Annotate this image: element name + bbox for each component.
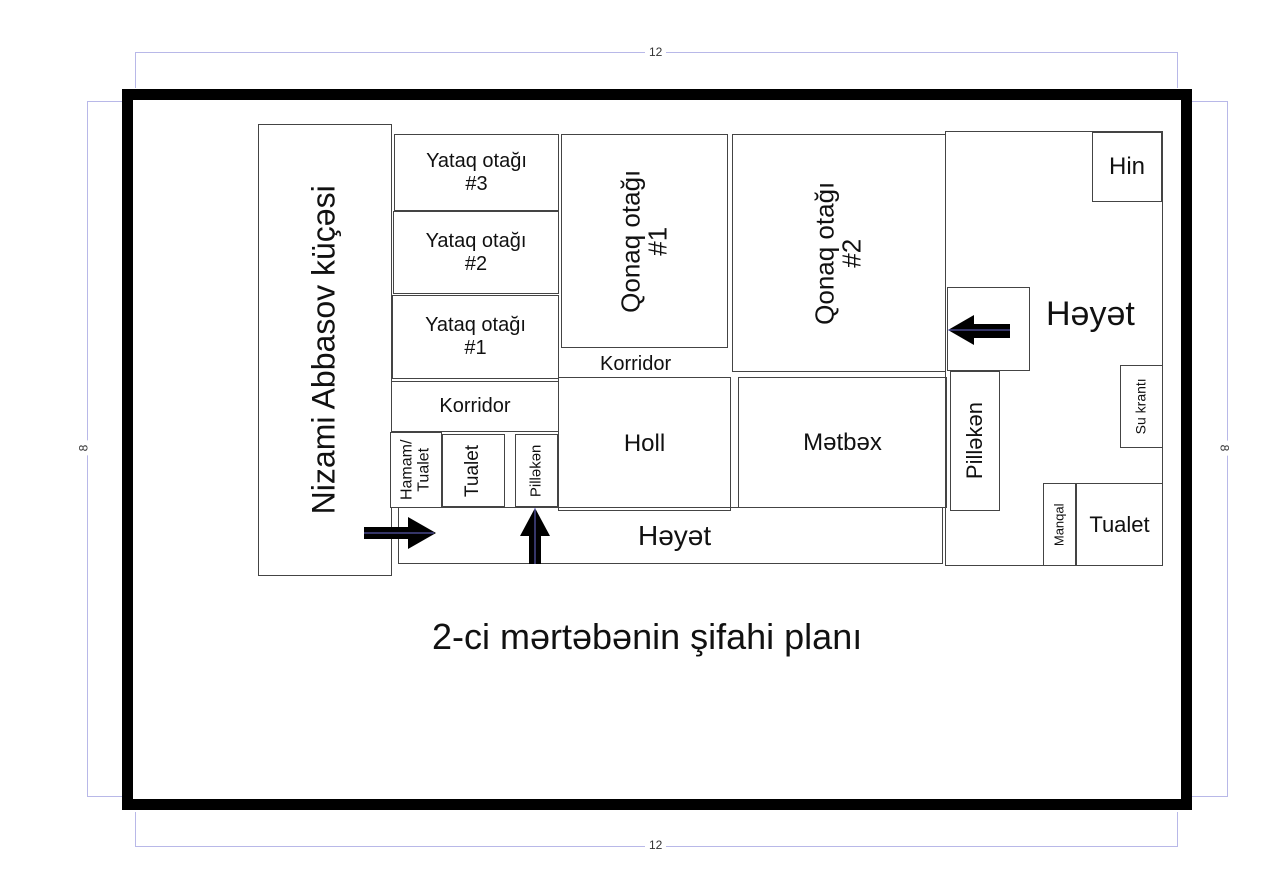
stairs-right-label: Pilləkən (962, 402, 988, 480)
yard-toilet-label: Tualet (1089, 511, 1150, 537)
dimension-tick-bottom-left (135, 812, 136, 847)
dimension-tick-right-bottom (1192, 796, 1228, 797)
dimension-label-top: 12 (645, 45, 667, 59)
stairs-small-label: Pilləkən (527, 444, 545, 497)
kitchen-label: Mətbəx (803, 428, 882, 456)
kitchen: Mətbəx (738, 377, 947, 508)
living-room-2: Qonaq otağı #2 (732, 134, 946, 372)
living-room-1: Qonaq otağı #1 (561, 134, 728, 348)
arrow-left-icon (948, 315, 1010, 345)
hall-label: Holl (623, 430, 666, 457)
arrow-up-icon (520, 508, 550, 564)
bedroom-3-label: Yataq otağı #3 (426, 149, 527, 195)
bedroom-2-label: Yataq otağı #2 (425, 229, 527, 275)
arrow-right-icon (364, 517, 436, 549)
dimension-tick-top-left (135, 52, 136, 88)
street: Nizami Abbasov küçəsi (258, 124, 392, 576)
entrance-box-right (947, 287, 1030, 371)
street-label: Nizami Abbasov küçəsi (306, 185, 343, 515)
dimension-label-bottom: 12 (645, 838, 667, 852)
toilet: Tualet (442, 434, 505, 507)
corridor-top-label: Korridor (600, 353, 672, 375)
water-tap: Su krantı (1120, 365, 1163, 448)
grill-label: Manqal (1051, 503, 1067, 546)
bedroom-1-label: Yataq otağı #1 (425, 314, 526, 359)
chicken-coop: Hin (1092, 132, 1162, 202)
dimension-tick-left-top (87, 101, 123, 102)
dimension-label-right: 8 (1217, 440, 1232, 456)
bedroom-1: Yataq otağı #1 (392, 295, 559, 379)
bath-toilet: Hamam/ Tualet (390, 432, 442, 508)
plan-title: 2-ci mərtəbənin şifahi planı (432, 616, 863, 657)
corridor-left: Korridor (391, 381, 559, 432)
yard-right-label: Həyət (1046, 295, 1135, 333)
living-room-2-label: Qonaq otağı #2 (809, 181, 867, 325)
plan-frame (122, 89, 1192, 810)
toilet-label: Tualet (462, 444, 484, 497)
chicken-coop-label: Hin (1108, 153, 1145, 180)
water-tap-label: Su krantı (1133, 378, 1150, 435)
stairs-right: Pilləkən (950, 371, 1000, 511)
dimension-tick-bottom-right (1177, 812, 1178, 847)
dimension-tick-right-top (1192, 101, 1228, 102)
yard-toilet: Tualet (1076, 483, 1163, 566)
dimension-tick-left-bottom (87, 796, 123, 797)
dimension-label-left: 8 (76, 440, 91, 456)
dimension-tick-top-right (1177, 52, 1178, 88)
bedroom-3: Yataq otağı #3 (394, 134, 559, 211)
bedroom-2: Yataq otağı #2 (393, 211, 559, 294)
grill: Manqal (1043, 483, 1076, 566)
hall: Holl (558, 377, 731, 511)
yard-bottom-label: Həyət (638, 520, 712, 551)
bath-toilet-label: Hamam/ Tualet (398, 439, 433, 501)
stairs-small: Pilləkən (515, 434, 558, 507)
living-room-1-label: Qonaq otağı #1 (615, 169, 673, 313)
corridor-left-label: Korridor (439, 395, 511, 417)
